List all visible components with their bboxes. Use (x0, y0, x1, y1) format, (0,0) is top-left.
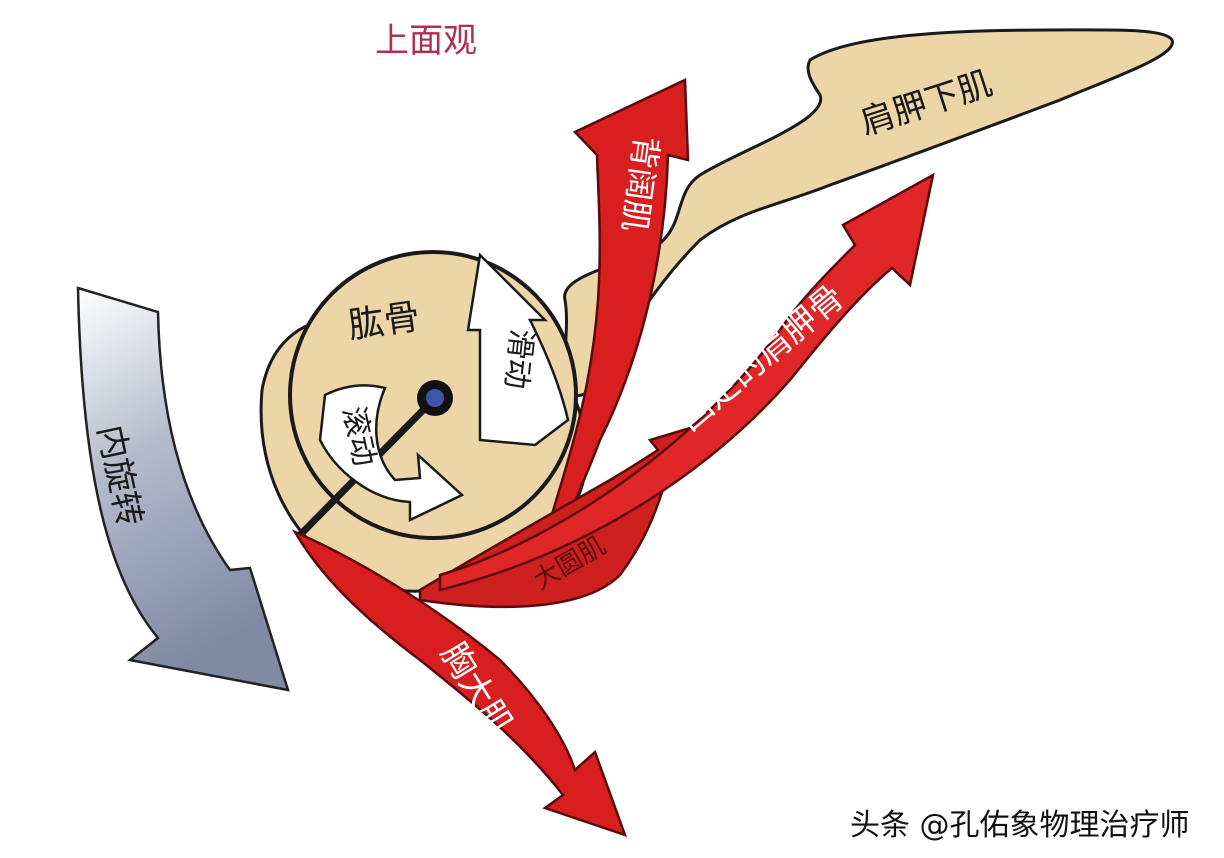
subscapularis-muscle (563, 28, 1174, 398)
humerus-label: 肱骨 (346, 296, 423, 347)
fixed-scapula-label: 固定的肩胛骨 (670, 277, 852, 439)
internal-rotation-arrow (76, 286, 290, 692)
pectoralis-major-muscle (292, 529, 628, 838)
pivot-inner (426, 389, 444, 407)
diagram-title: 上面观 (375, 21, 477, 61)
glide-label: 滑动 (498, 327, 539, 390)
fixed-scapula-arrow (438, 172, 935, 592)
glide-arrow (466, 252, 570, 447)
latissimus-dorsi-muscle (543, 78, 690, 542)
roll-arrow (318, 384, 465, 522)
watermark: 头条 @孔佑象物理治疗师 (850, 808, 1190, 843)
